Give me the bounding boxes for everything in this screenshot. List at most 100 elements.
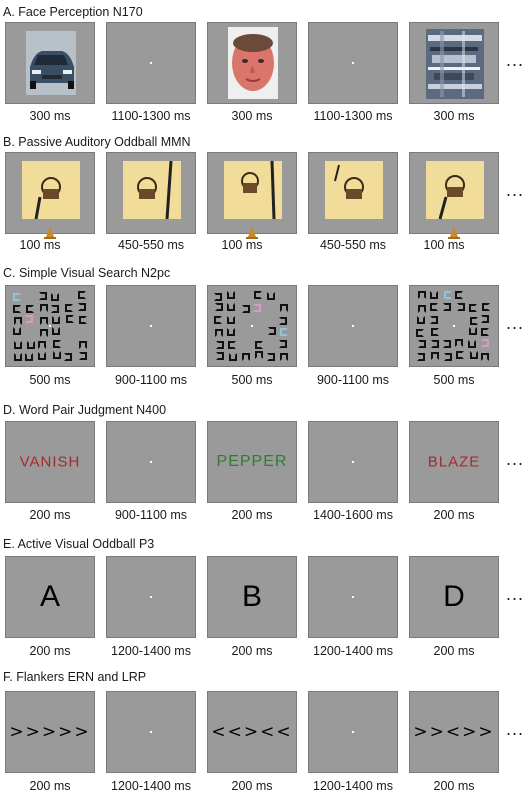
duration-label: 500 ms — [231, 373, 273, 387]
search-target-pink — [253, 304, 261, 312]
search-item — [53, 340, 61, 348]
search-item — [418, 305, 426, 313]
section-title: B. Passive Auditory Oddball MMN — [3, 135, 191, 149]
search-item — [469, 304, 477, 312]
stimulus-letter: B — [241, 580, 262, 613]
stimulus-word: BLAZE — [427, 453, 481, 471]
search-item — [227, 316, 235, 324]
word-panel: VANISH — [5, 421, 95, 503]
tone-speaker-icon — [448, 226, 460, 239]
search-item — [40, 317, 48, 325]
search-item — [78, 291, 86, 299]
search-item — [66, 315, 74, 323]
fixation-dot — [352, 62, 354, 64]
duration-label: 200 ms — [231, 644, 273, 658]
search-item — [38, 352, 46, 360]
search-item — [255, 341, 263, 349]
stimulus-letter: D — [443, 580, 465, 613]
fixation-panel — [106, 285, 196, 367]
duration-label: 450-550 ms — [319, 238, 386, 252]
fixation-panel — [308, 691, 398, 773]
section-title: A. Face Perception N170 — [3, 5, 143, 19]
duration-label: 900-1100 ms — [316, 373, 390, 387]
search-item — [242, 305, 250, 313]
search-item — [227, 328, 235, 336]
duration-label: 300 ms — [29, 109, 71, 123]
duration-label: 500 ms — [29, 373, 71, 387]
search-item — [431, 352, 439, 360]
fixation-dot — [150, 325, 152, 327]
fixation-dot — [251, 325, 253, 327]
duration-label: 200 ms — [433, 644, 475, 658]
basket-image — [22, 161, 80, 220]
duration-label: 300 ms — [433, 109, 475, 123]
duration-label: 1100-1300 ms — [313, 109, 393, 123]
search-item — [40, 329, 48, 337]
stimulus-face-image — [207, 22, 297, 104]
search-item — [228, 341, 236, 349]
search-item — [14, 317, 22, 325]
duration-label: 200 ms — [231, 508, 273, 522]
search-item — [470, 317, 478, 325]
search-item — [64, 353, 72, 361]
duration-label: 450-550 ms — [117, 238, 184, 252]
search-item — [229, 353, 237, 361]
search-item — [214, 316, 222, 324]
arrow-panel: <<><< — [207, 691, 297, 773]
fixation-panel — [308, 556, 398, 638]
search-item — [418, 291, 426, 299]
search-item — [430, 291, 438, 299]
duration-label: 100 ms — [423, 238, 465, 252]
search-item — [78, 303, 86, 311]
fixation-dot — [49, 325, 51, 327]
search-target-blue — [444, 291, 452, 299]
fixation-panel — [308, 22, 398, 104]
search-item — [268, 327, 276, 335]
search-item — [51, 305, 59, 313]
search-item — [444, 353, 452, 361]
search-item — [418, 340, 426, 348]
duration-label: 200 ms — [231, 779, 273, 793]
basket-image — [224, 160, 282, 220]
stimulus-letter: A — [39, 580, 60, 613]
stimulus-basket-image — [409, 152, 499, 234]
flanker-arrows: >>>>> — [9, 722, 91, 742]
search-item — [79, 316, 87, 324]
basket-image — [426, 161, 484, 220]
search-item — [468, 340, 476, 348]
continuation-ellipsis: ... — [506, 584, 525, 604]
search-array-panel — [409, 285, 499, 367]
search-target-pink — [25, 315, 33, 323]
fixation-dot — [352, 461, 354, 463]
word-panel: BLAZE — [409, 421, 499, 503]
tone-speaker-icon — [246, 226, 258, 239]
search-item — [430, 316, 438, 324]
continuation-ellipsis: ... — [506, 50, 525, 70]
stimulus-basket-image — [5, 152, 95, 234]
fixation-panel — [106, 421, 196, 503]
search-item — [456, 351, 464, 359]
flanker-arrows: >><>> — [413, 722, 495, 742]
duration-label: 1200-1400 ms — [111, 779, 191, 793]
search-item — [455, 339, 463, 347]
section-title: C. Simple Visual Search N2pc — [3, 266, 171, 280]
continuation-ellipsis: ... — [506, 180, 525, 200]
fixation-dot — [150, 596, 152, 598]
tone-speaker-icon — [44, 226, 56, 239]
face-image — [228, 27, 278, 99]
search-item — [431, 340, 439, 348]
section-title: D. Word Pair Judgment N400 — [3, 403, 167, 417]
stimulus-scrambled-image — [409, 22, 499, 104]
search-item — [52, 327, 60, 335]
search-item — [430, 303, 438, 311]
search-item — [255, 351, 263, 359]
search-item — [481, 353, 489, 361]
stimulus-basket-image — [106, 152, 196, 234]
stimulus-basket-image — [308, 152, 398, 234]
fixation-panel — [106, 556, 196, 638]
word-panel: PEPPER — [207, 421, 297, 503]
search-item — [14, 353, 22, 361]
scrambled-image — [426, 29, 484, 99]
search-item — [227, 303, 235, 311]
search-target-blue — [13, 293, 21, 301]
